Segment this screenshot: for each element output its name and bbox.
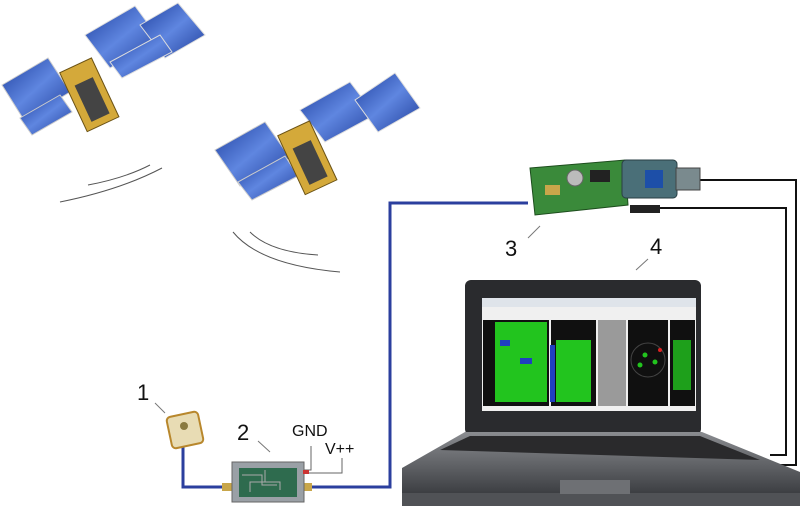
laptop-screen xyxy=(482,298,696,411)
power-pin xyxy=(303,470,309,474)
amplifier-box xyxy=(222,461,312,503)
signal-waves-1 xyxy=(59,164,163,203)
usb-cables xyxy=(660,179,797,466)
label-receiver: 3 xyxy=(505,236,518,261)
leader-line-1 xyxy=(154,402,166,414)
label-antenna: 1 xyxy=(137,380,150,405)
leader-line-3 xyxy=(527,225,541,239)
patch-antenna xyxy=(165,410,205,450)
coax-cable xyxy=(181,201,528,489)
label-gnd: GND xyxy=(292,423,328,440)
signal-waves-2 xyxy=(232,231,341,273)
label-amplifier: 2 xyxy=(237,420,250,445)
gnd-wire xyxy=(304,446,312,471)
label-laptop: 4 xyxy=(650,234,663,259)
label-vplus: V++ xyxy=(325,441,355,458)
satellite-2 xyxy=(214,72,421,201)
leader-line-2 xyxy=(257,440,271,453)
leader-line-4 xyxy=(635,258,649,271)
receiver-board xyxy=(529,159,701,216)
satellite-1 xyxy=(1,2,206,136)
vplus-wire xyxy=(304,458,343,474)
